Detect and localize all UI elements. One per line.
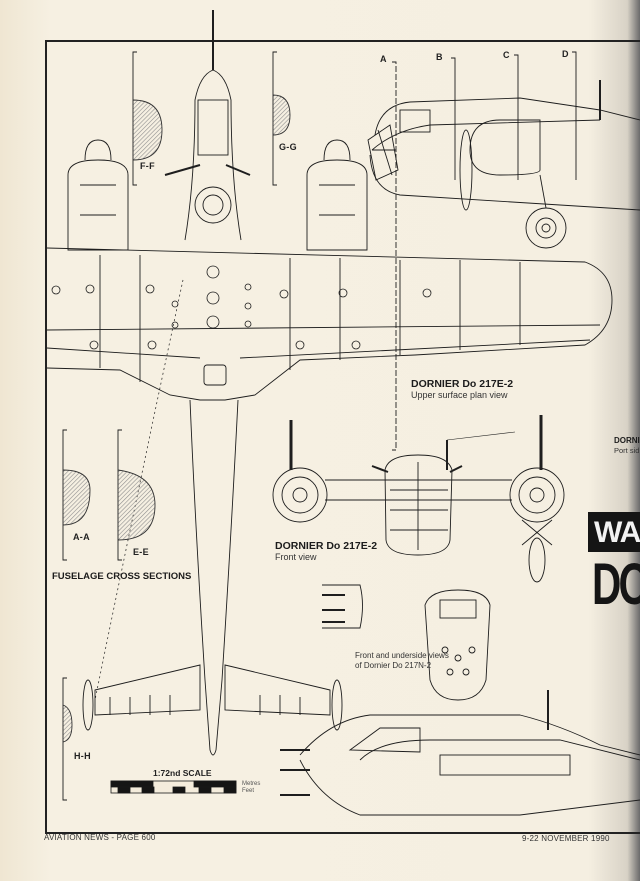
section-label-ff: F-F — [140, 161, 155, 171]
section-brackets — [62, 51, 577, 801]
side-view-drawing — [367, 80, 640, 249]
section-label-aa: A-A — [73, 532, 90, 542]
do217n2-views — [322, 584, 491, 701]
article-banner-bottom: DO — [588, 555, 640, 615]
banner-text-bottom: DO — [592, 555, 640, 615]
n2-views-note: Front and underside views of Dornier Do … — [355, 651, 449, 670]
section-marker-b: B — [436, 52, 443, 62]
side-view-subtitle: Port sid — [614, 446, 640, 455]
section-label-hh: H-H — [74, 751, 91, 761]
cross-sections-title: FUSELAGE CROSS SECTIONS — [52, 571, 192, 582]
scale-feet-label: Feet — [242, 788, 255, 794]
section-label-ee: E-E — [133, 547, 149, 557]
plan-view-drawing — [46, 10, 613, 756]
scale-bar — [110, 780, 237, 794]
section-marker-d: D — [562, 49, 569, 59]
cross-section-shapes — [62, 94, 291, 743]
scale-metres-label: Metres — [242, 781, 261, 787]
scale-title: 1:72nd SCALE — [153, 768, 212, 778]
drawing-frame — [45, 40, 640, 834]
footer-publication: AVIATION NEWS - PAGE 600 — [44, 833, 156, 842]
side-view-title: DORNI — [614, 436, 640, 445]
engine-nacelle-left — [67, 139, 129, 251]
section-marker-a: A — [380, 54, 387, 64]
banner-text-top: WA — [594, 516, 640, 549]
article-banner-top: WA — [588, 512, 640, 552]
front-view-subtitle: Front view — [275, 552, 317, 562]
plan-view-subtitle: Upper surface plan view — [411, 390, 508, 400]
front-view-title: DORNIER Do 217E-2 — [275, 540, 378, 552]
plan-view-title: DORNIER Do 217E-2 — [411, 378, 514, 390]
section-marker-c: C — [503, 50, 510, 60]
engine-nacelle-right — [306, 139, 368, 251]
do217n2-side-view — [280, 690, 640, 816]
section-label-gg: G-G — [279, 142, 297, 152]
footer-issue-date: 9-22 NOVEMBER 1990 — [522, 834, 610, 843]
front-view-drawing — [272, 415, 565, 583]
